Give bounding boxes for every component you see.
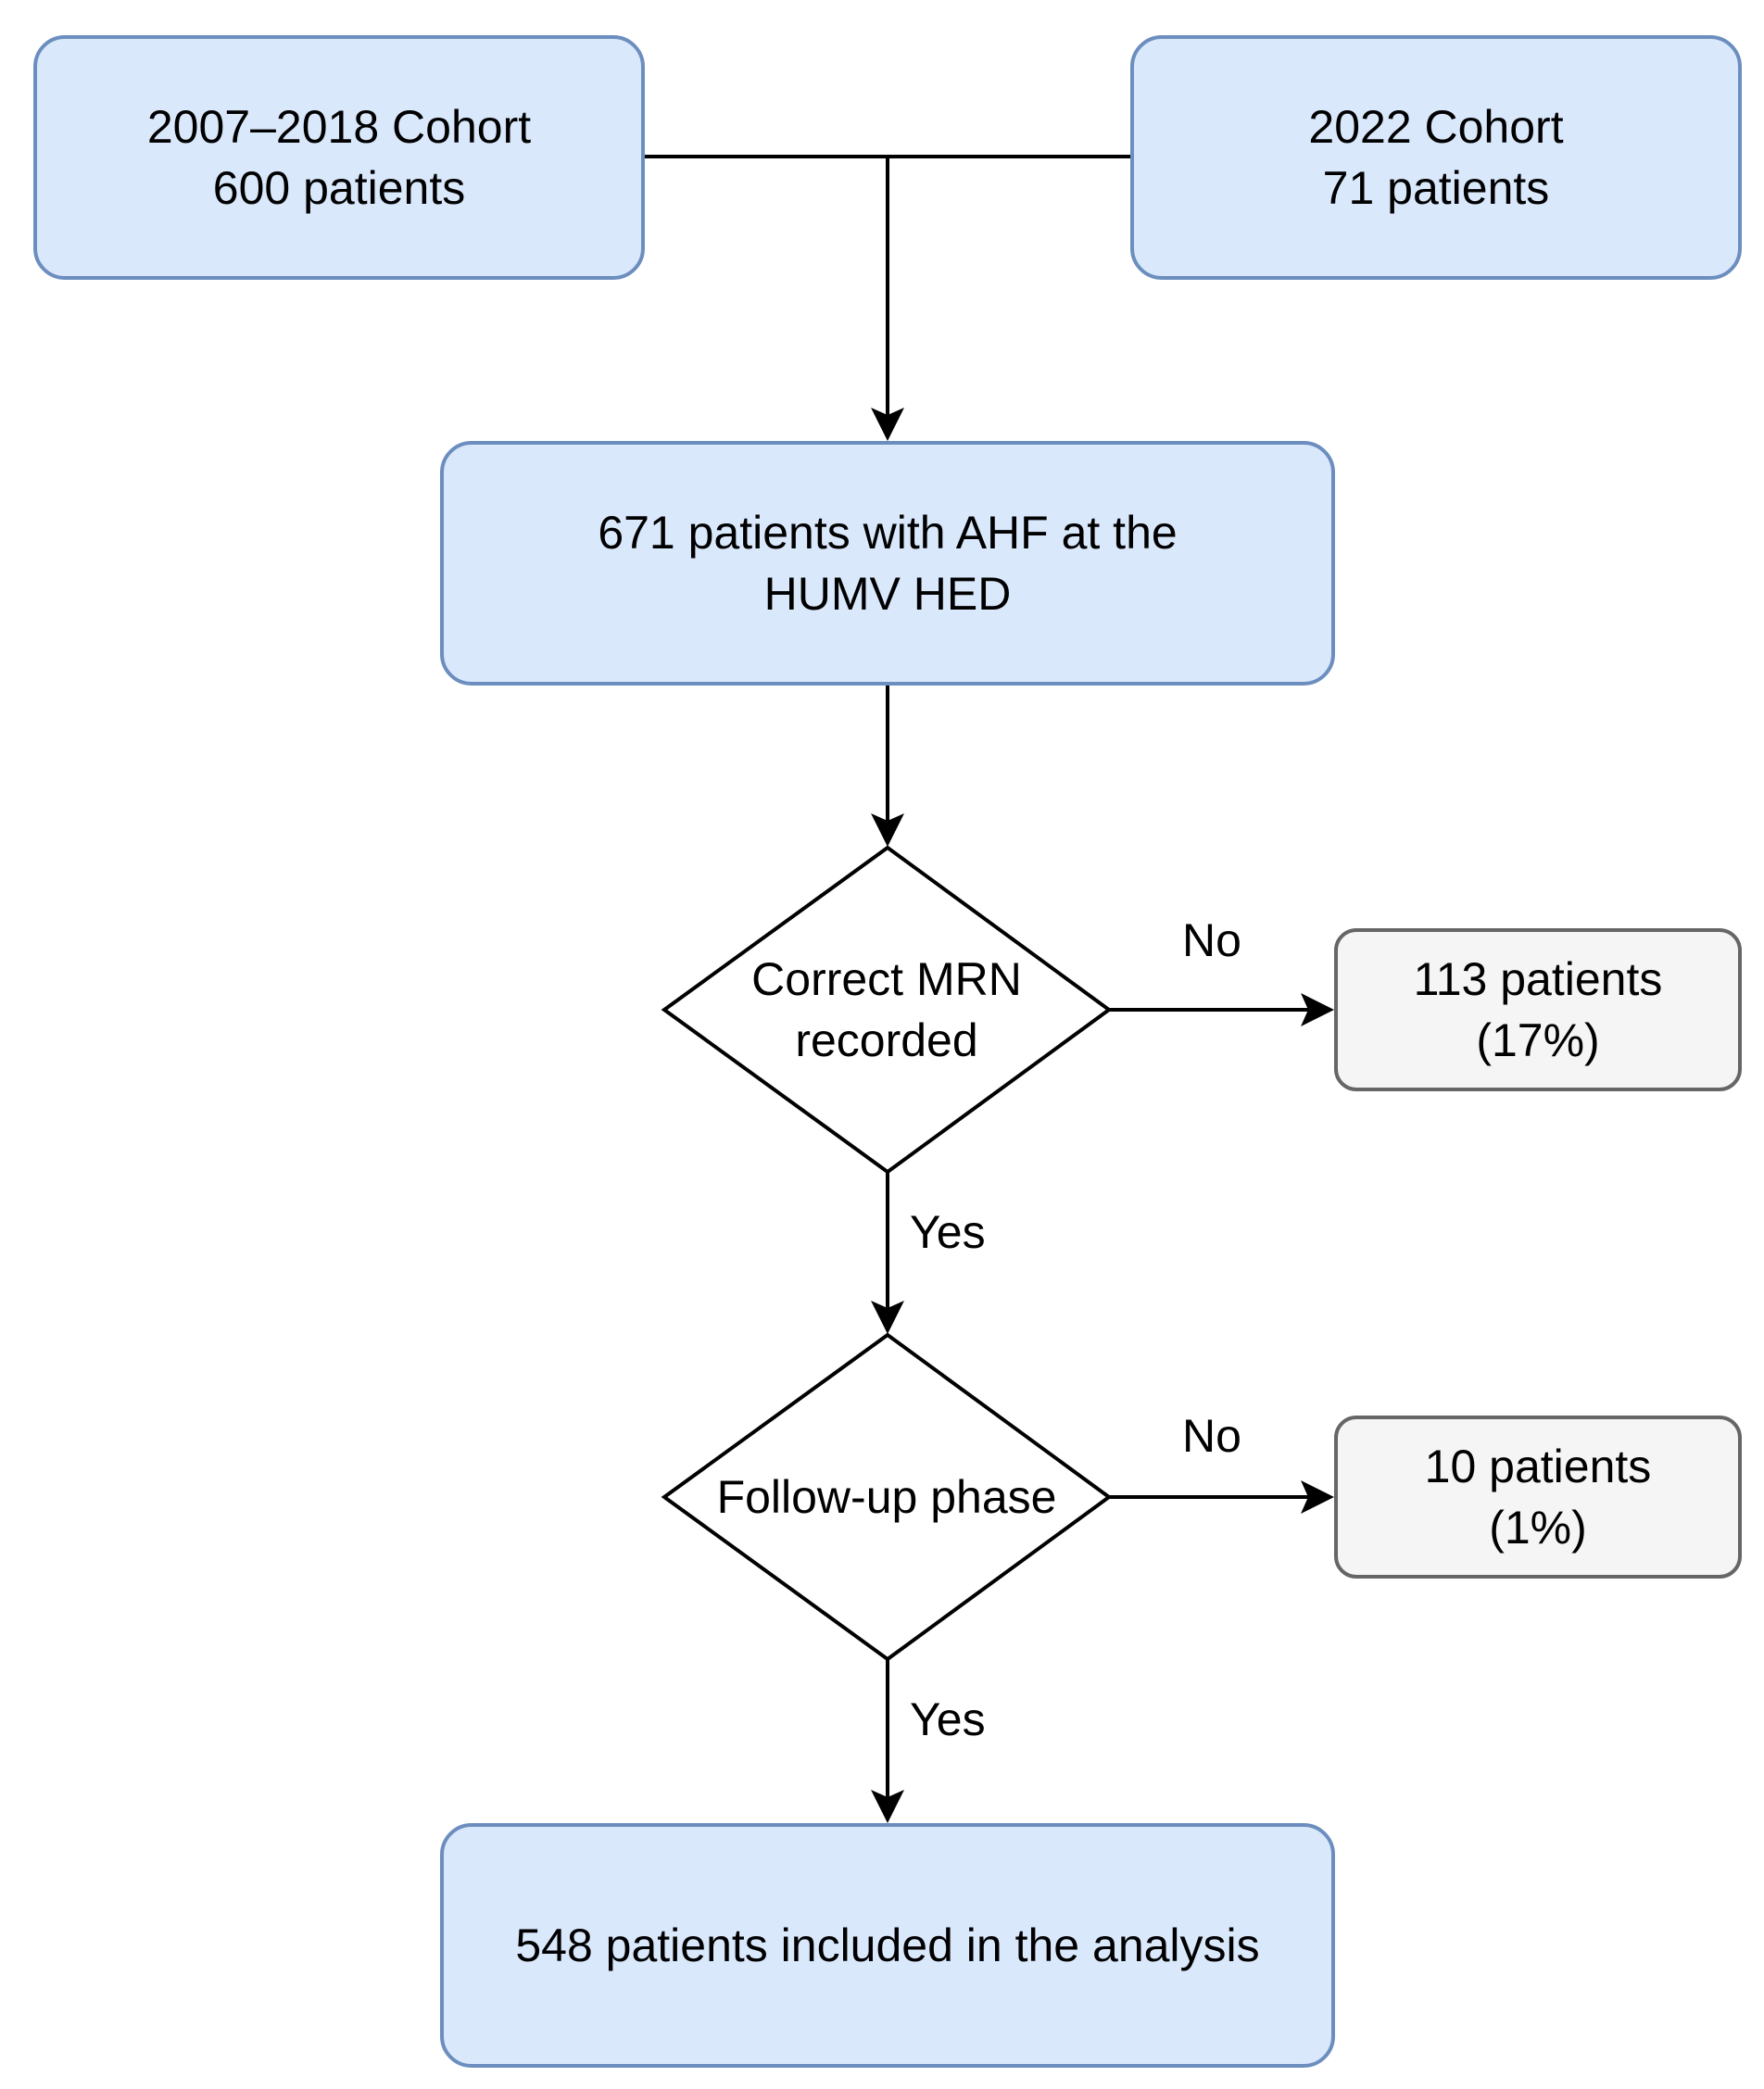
mrn-decision-line2: recorded: [795, 1014, 978, 1066]
arrowhead-followup-yes: [871, 1790, 904, 1823]
followup-decision-label: Follow-up phase: [664, 1335, 1109, 1659]
arrowhead-to-total: [871, 408, 904, 441]
final-analysis-box: 548 patients included in the analysis: [440, 1823, 1335, 2068]
cohort-2007-2018-count: 600 patients: [212, 162, 466, 214]
cohort-2007-2018-title: 2007–2018 Cohort: [146, 101, 532, 153]
followup-excluded-percent: (1%): [1489, 1502, 1587, 1554]
mrn-decision-line1: Correct MRN: [751, 953, 1022, 1005]
mrn-no-label: No: [1182, 914, 1241, 966]
total-patients-line1: 671 patients with AHF at the: [598, 507, 1178, 559]
arrowhead-followup-no: [1301, 1480, 1334, 1514]
total-patients-box: 671 patients with AHF at the HUMV HED: [440, 441, 1335, 686]
cohort-2007-2018-box: 2007–2018 Cohort 600 patients: [33, 35, 645, 280]
followup-yes-label: Yes: [910, 1693, 986, 1745]
final-analysis-label: 548 patients included in the analysis: [515, 1919, 1260, 1971]
followup-excluded-box: 10 patients (1%): [1334, 1416, 1742, 1579]
cohort-2022-title: 2022 Cohort: [1308, 101, 1564, 153]
followup-decision-line1: Follow-up phase: [716, 1471, 1057, 1523]
cohort-2022-count: 71 patients: [1322, 162, 1550, 214]
mrn-excluded-count: 113 patients: [1413, 953, 1663, 1005]
arrowhead-mrn-yes: [871, 1301, 904, 1334]
cohort-2022-box: 2022 Cohort 71 patients: [1130, 35, 1742, 280]
arrowhead-to-mrn-decision: [871, 813, 904, 847]
followup-no-label: No: [1182, 1410, 1241, 1462]
mrn-excluded-percent: (17%): [1476, 1014, 1600, 1066]
arrowhead-mrn-no: [1301, 993, 1334, 1026]
followup-excluded-count: 10 patients: [1424, 1441, 1652, 1492]
mrn-yes-label: Yes: [910, 1206, 986, 1258]
mrn-excluded-box: 113 patients (17%): [1334, 928, 1742, 1091]
mrn-decision-label: Correct MRN recorded: [664, 848, 1109, 1172]
total-patients-line2: HUMV HED: [763, 568, 1012, 620]
